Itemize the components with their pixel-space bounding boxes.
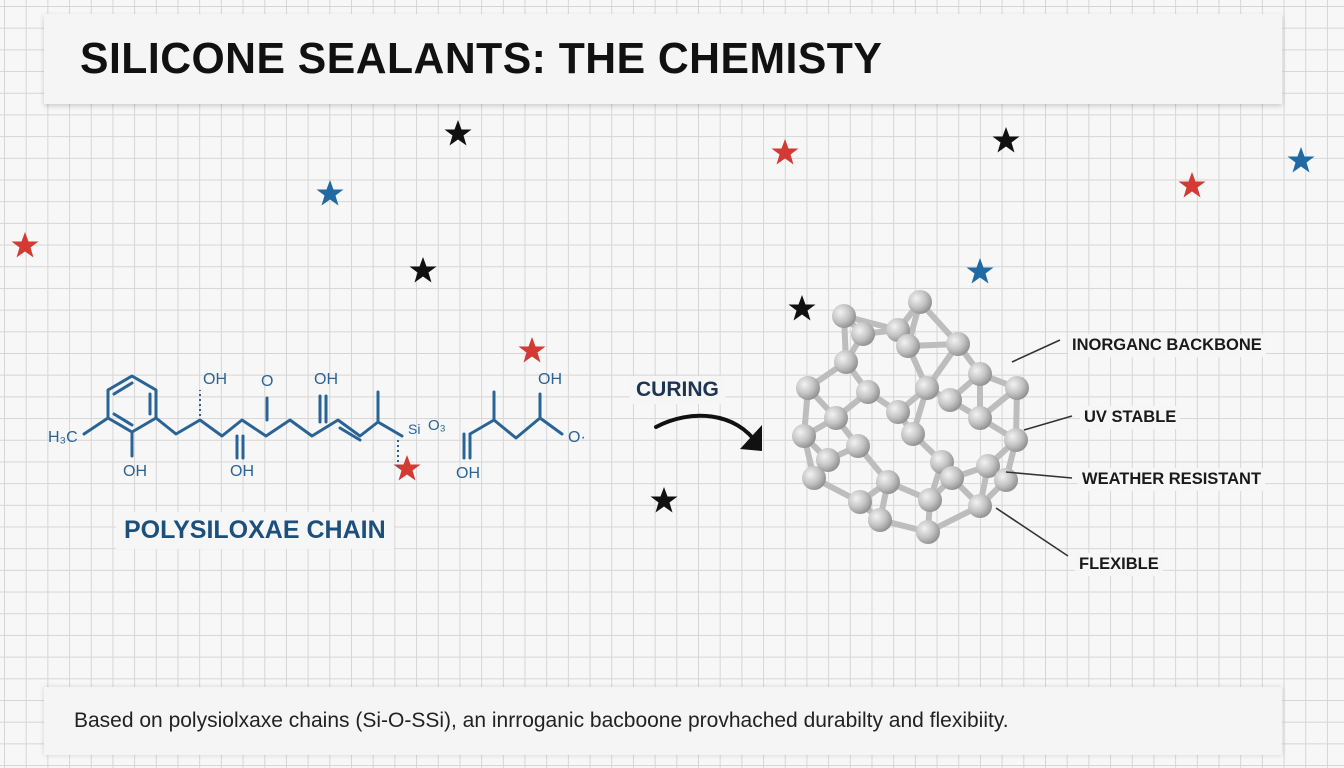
atom-o-minus: O· <box>568 429 586 446</box>
star-icon <box>518 337 546 363</box>
atom-h3c: H₃C <box>48 429 78 446</box>
curing-arrow-icon <box>654 413 762 451</box>
callout-flexible: FLEXIBLE <box>1075 553 1163 576</box>
star-icon <box>11 232 39 258</box>
atom-oh-bottom-2: OH <box>456 465 480 482</box>
curing-label: CURING <box>630 376 725 404</box>
star-icon <box>393 455 421 481</box>
atom-o3: O₃ <box>428 417 446 434</box>
star-icon <box>966 258 994 284</box>
callout-weather-resistant: WEATHER RESISTANT <box>1078 468 1266 491</box>
title-banner: SILICONE SEALANTS: THE CHEMISTY <box>44 14 1282 104</box>
star-icon <box>1178 172 1206 198</box>
star-icon <box>992 127 1020 153</box>
caption-text: Based on polysiolxaxe chains (Si-O-SSi),… <box>74 709 1009 732</box>
polysiloxane-chain-label: POLYSILOXAE CHAIN <box>116 512 394 549</box>
star-icon <box>316 180 344 206</box>
callout-uv-stable: UV STABLE <box>1080 406 1181 429</box>
star-icon <box>650 487 678 513</box>
atom-oh-ring: OH <box>123 463 147 480</box>
star-icon <box>788 295 816 321</box>
star-icon <box>771 139 799 165</box>
atom-o-top: O <box>261 373 273 390</box>
polysiloxane-chain-diagram: H₃C OH OH O OH OH Si O₃ OH OH O· <box>48 371 586 482</box>
star-icon <box>444 120 472 146</box>
atom-oh-top-3: OH <box>538 371 562 388</box>
atom-oh-top-1: OH <box>203 371 227 388</box>
crosslinked-silicone-network <box>792 290 1029 544</box>
callout-inorganic-backbone: INORGANC BACKBONE <box>1068 334 1266 357</box>
star-icon <box>409 257 437 283</box>
page-title: SILICONE SEALANTS: THE CHEMISTY <box>80 34 883 83</box>
atom-si: Si <box>408 421 420 437</box>
atom-oh-top-2: OH <box>314 371 338 388</box>
star-icon <box>1287 147 1315 173</box>
atom-oh-bottom-1: OH <box>230 463 254 480</box>
caption-banner: Based on polysiolxaxe chains (Si-O-SSi),… <box>44 687 1282 755</box>
